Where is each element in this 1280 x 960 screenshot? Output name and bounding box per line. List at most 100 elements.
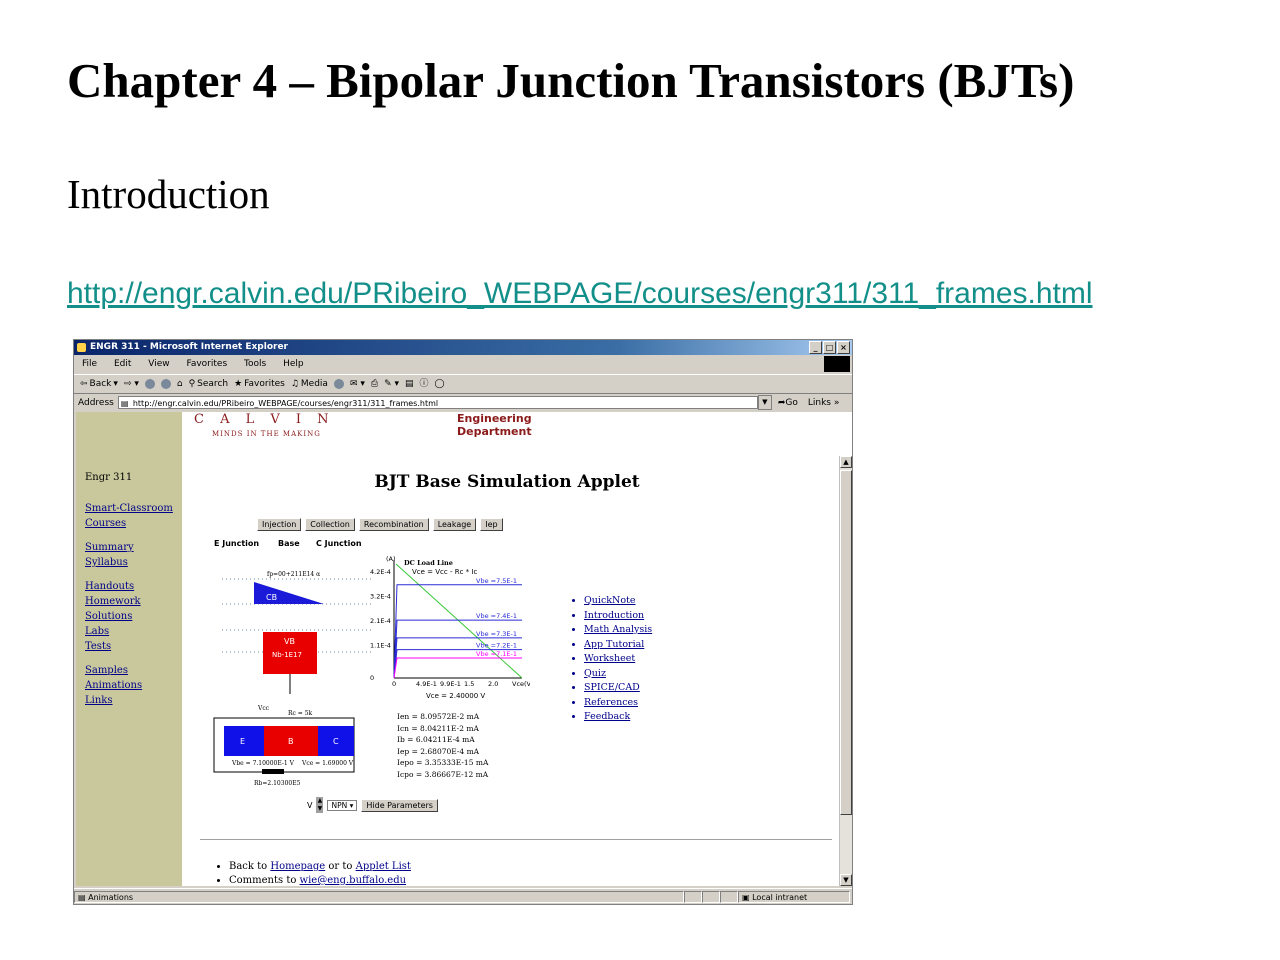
edit-icon: ✎ ▾ — [384, 379, 399, 389]
course-link[interactable]: http://engr.calvin.edu/PRibeiro_WEBPAGE/… — [67, 277, 1093, 310]
print-icon: ⎙ — [370, 379, 379, 389]
sidebar-item-courses[interactable]: Courses — [85, 518, 127, 529]
base-region — [263, 632, 317, 674]
y-tick-label: 0 — [370, 674, 374, 682]
leakage-button[interactable]: Leakage — [432, 518, 477, 531]
email-link[interactable]: wie@eng.buffalo.edu — [299, 875, 407, 886]
link-worksheet[interactable]: Worksheet — [584, 652, 652, 667]
load-line — [395, 563, 523, 679]
hide-parameters-button[interactable]: Hide Parameters — [361, 798, 438, 812]
forward-button[interactable]: ⇨ ▾ — [124, 375, 139, 393]
status-cell — [684, 891, 702, 903]
fp-label: fp=00+211E14 α — [267, 571, 320, 578]
type-select[interactable]: NPN ▾ — [327, 799, 358, 811]
sidebar-item-smart-classroom[interactable]: Smart-Classroom — [85, 503, 173, 514]
menu-edit[interactable]: Edit — [113, 359, 132, 369]
param-ib: Ib = 6.04211E-4 mA — [397, 735, 475, 744]
y-tick-label: 3.2E-4 — [370, 593, 391, 601]
applet-controls: V ▲▼ NPN ▾ Hide Parameters — [307, 797, 438, 813]
menu-favorites[interactable]: Favorites — [186, 359, 228, 369]
messenger-button[interactable]: ◯ — [435, 375, 445, 393]
recombination-button[interactable]: Recombination — [358, 518, 429, 531]
toolbar: ⇦Back ▾ ⇨ ▾ ⌂ ⚲Search ★Favorites ♫Media … — [74, 374, 852, 394]
menu-tools[interactable]: Tools — [244, 359, 267, 369]
status-text: Animations — [88, 893, 134, 902]
address-input[interactable]: ▤ http://engr.calvin.edu/PRibeiro_WEBPAG… — [117, 396, 758, 409]
favorites-button[interactable]: ★Favorites — [234, 375, 285, 393]
iep-button[interactable]: Iep — [480, 518, 503, 531]
address-dropdown[interactable]: ▼ — [757, 395, 772, 410]
sidebar-item-syllabus[interactable]: Syllabus — [85, 557, 128, 568]
mail-button[interactable]: ✉ ▾ — [350, 375, 365, 393]
page-icon: ▤ — [120, 399, 129, 408]
sidebar-heading: Engr 311 — [85, 472, 133, 483]
scroll-down-icon[interactable]: ▼ — [840, 874, 852, 886]
link-references[interactable]: References — [584, 696, 652, 711]
menu-file[interactable]: File — [82, 359, 98, 369]
cb-label: CB — [266, 593, 277, 602]
edit-button[interactable]: ✎ ▾ — [384, 375, 399, 393]
close-button[interactable]: × — [837, 341, 850, 354]
sidebar-item-links[interactable]: Links — [85, 695, 113, 706]
vertical-scrollbar[interactable]: ▲ ▼ — [839, 456, 852, 886]
injection-button[interactable]: Injection — [257, 518, 302, 531]
back-button[interactable]: ⇦Back ▾ — [80, 375, 118, 393]
minimize-button[interactable]: _ — [809, 341, 822, 354]
footer-text: Comments to — [229, 875, 300, 886]
menu-help[interactable]: Help — [283, 359, 304, 369]
link-app-tutorial[interactable]: App Tutorial — [584, 638, 652, 653]
refresh-icon — [160, 379, 171, 389]
sidebar-item-labs[interactable]: Labs — [85, 626, 110, 637]
footer-text: Back to — [229, 861, 271, 872]
homepage-link[interactable]: Homepage — [270, 861, 326, 872]
x-tick-label: Vce(V) — [512, 680, 530, 688]
link-math-analysis[interactable]: Math Analysis — [584, 623, 652, 638]
scroll-thumb[interactable] — [840, 470, 852, 815]
discuss-button[interactable]: ▤ — [405, 375, 414, 393]
mode-spinner[interactable]: ▲▼ — [316, 797, 324, 813]
window-titlebar: ENGR 311 - Microsoft Internet Explorer _… — [74, 340, 852, 355]
rb-resistor — [262, 769, 284, 774]
link-introduction[interactable]: Introduction — [584, 609, 652, 624]
menu-view[interactable]: View — [148, 359, 170, 369]
links-button[interactable]: Links » — [807, 397, 840, 408]
sidebar-item-handouts[interactable]: Handouts — [85, 581, 135, 592]
stop-button[interactable] — [144, 379, 155, 389]
sidebar-item-samples[interactable]: Samples — [85, 665, 128, 676]
link-quiz[interactable]: Quiz — [584, 667, 652, 682]
search-button[interactable]: ⚲Search — [189, 375, 229, 393]
x-axis-label: Vce = 2.40000 V — [426, 692, 485, 700]
link-spice-cad[interactable]: SPICE/CAD — [584, 681, 652, 696]
address-bar: Address ▤ http://engr.calvin.edu/PRibeir… — [74, 394, 852, 411]
curve-label: Vbe =7.2E-1 — [476, 642, 517, 650]
link-feedback[interactable]: Feedback — [584, 710, 652, 725]
go-arrow-icon: ➦ — [777, 397, 786, 408]
home-button[interactable]: ⌂ — [177, 375, 183, 393]
type-select-value: NPN — [331, 800, 348, 810]
scroll-up-icon[interactable]: ▲ — [840, 456, 852, 468]
sidebar-item-animations[interactable]: Animations — [85, 680, 143, 691]
sidebar-item-tests[interactable]: Tests — [85, 641, 112, 652]
print-button[interactable]: ⎙ — [371, 375, 378, 393]
info-button[interactable]: ⓘ — [420, 375, 429, 393]
sidebar-item-homework[interactable]: Homework — [85, 596, 141, 607]
status-cell — [702, 891, 720, 903]
link-quicknote[interactable]: QuickNote — [584, 594, 652, 609]
applet-list-link[interactable]: Applet List — [355, 861, 411, 872]
collection-button[interactable]: Collection — [305, 518, 355, 531]
dc-load-line-chart: DC Load Line Vce = Vcc - Rc * Ic (A) Vce… — [370, 555, 530, 700]
sidebar-item-solutions[interactable]: Solutions — [85, 611, 133, 622]
department-line-1: Engineering — [457, 412, 532, 425]
calvin-logo: C A L V I N — [194, 412, 335, 427]
back-arrow-icon: ⇦ — [80, 379, 88, 389]
go-button[interactable]: ➦Go — [778, 398, 798, 408]
maximize-button[interactable]: □ — [823, 341, 836, 354]
vbe-curve — [393, 657, 522, 679]
zone-text: Local intranet — [752, 893, 808, 902]
curve-label: Vbe =7.1E-1 — [476, 650, 517, 658]
refresh-button[interactable] — [160, 379, 171, 389]
history-button[interactable] — [333, 379, 344, 389]
sidebar-item-summary[interactable]: Summary — [85, 542, 134, 553]
search-label: Search — [197, 379, 229, 389]
media-button[interactable]: ♫Media — [291, 375, 328, 393]
